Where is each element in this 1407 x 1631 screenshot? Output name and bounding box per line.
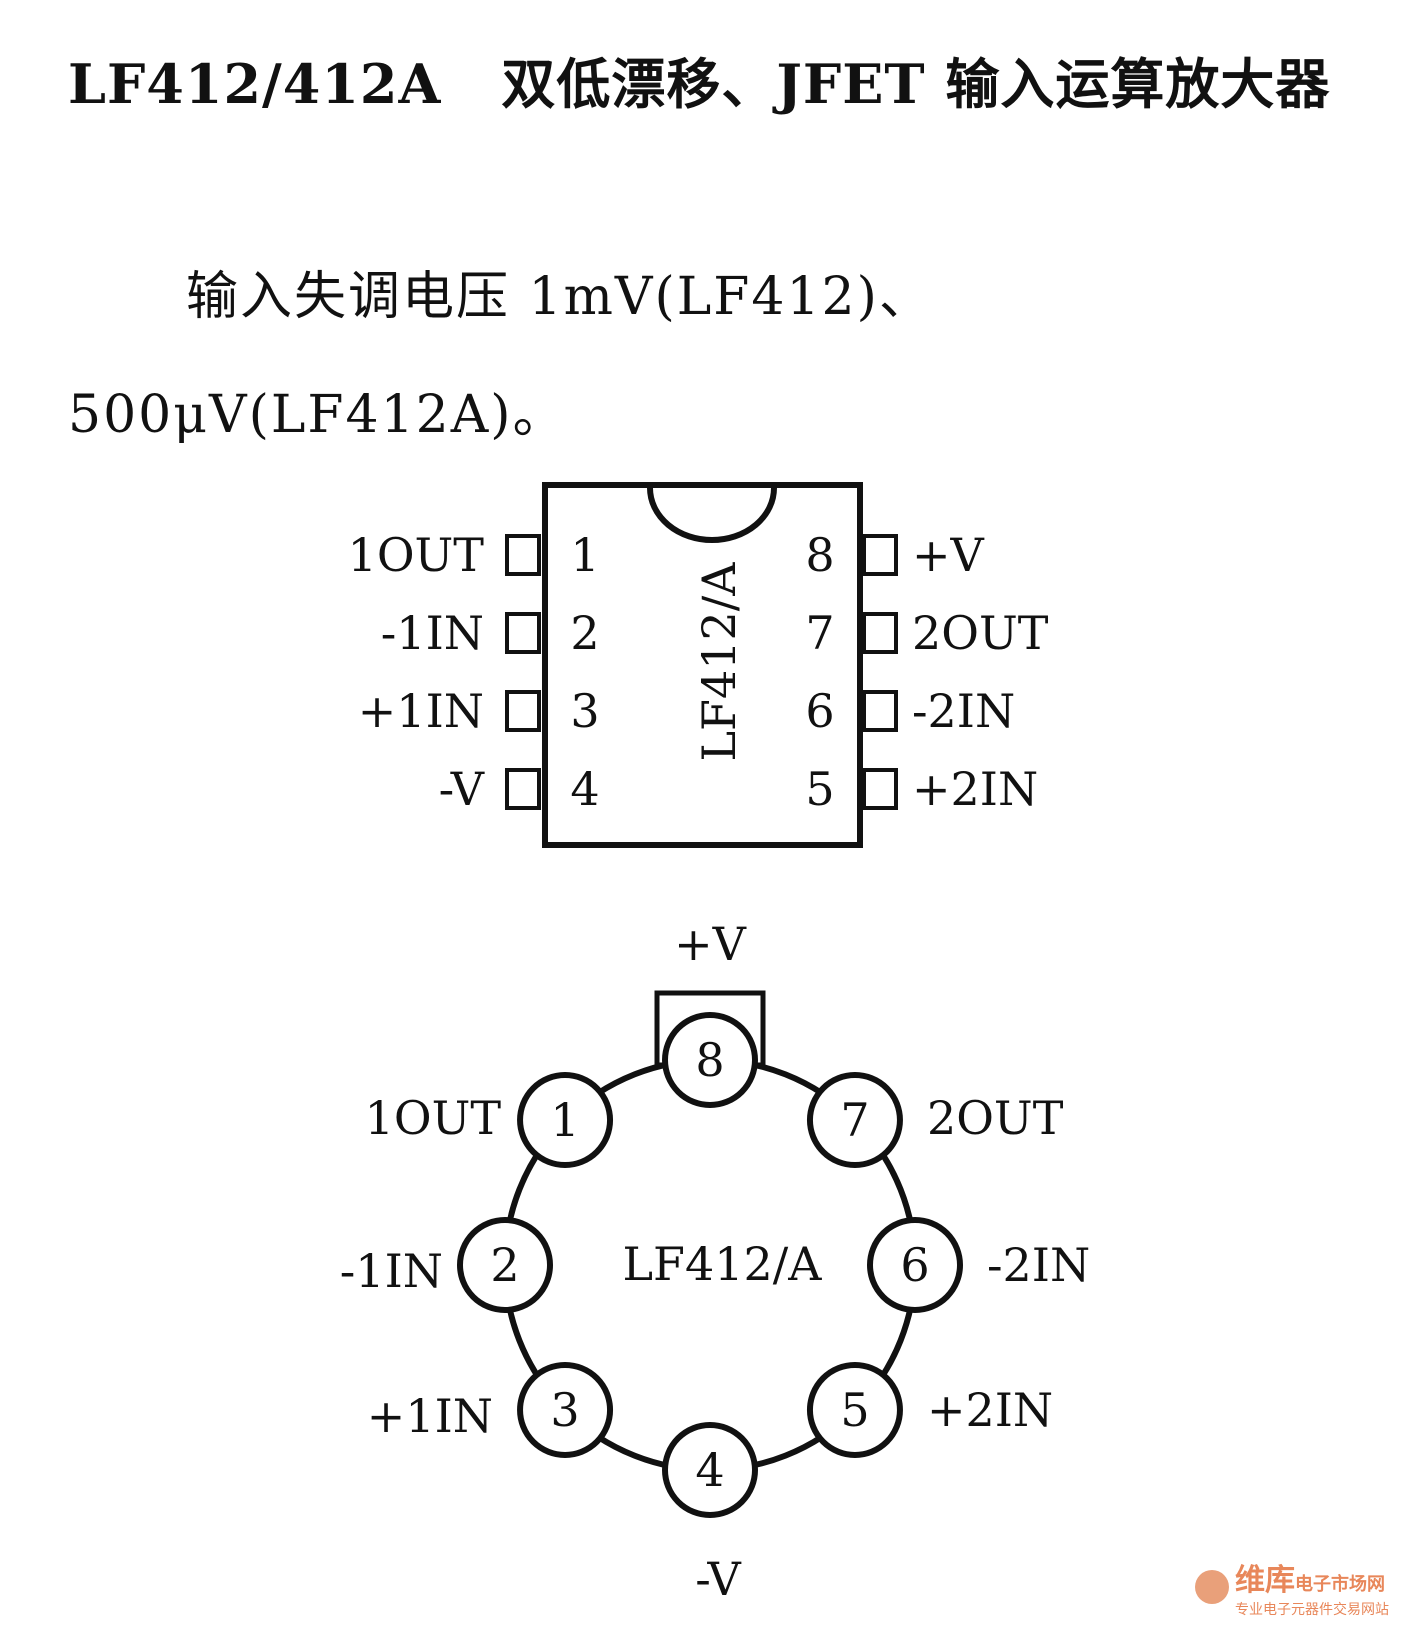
watermark-logo-icon <box>1195 1570 1229 1604</box>
dip-notch <box>647 487 777 543</box>
dip-pin-6-pad <box>862 690 898 732</box>
dip-pin-6-number: 6 <box>805 684 834 738</box>
dip-pin-4-name: -V <box>439 762 485 816</box>
can-pin-8-number: 8 <box>695 1033 724 1087</box>
page-title: LF412/412A 双低漂移、JFET 输入运算放大器 <box>68 30 1358 138</box>
can-pin-7-name: 2OUT <box>927 1091 1064 1145</box>
can-pin-3-number: 3 <box>550 1383 579 1437</box>
dip-chip-label: LF412/A <box>692 562 746 762</box>
can-pin-1-name: 1OUT <box>365 1091 502 1145</box>
can-pins: 8 +V 7 2OUT 6 -2IN 5 +2IN 4 -V 3 +1IN 2 -1IN 1 1OUT <box>340 917 1090 1606</box>
can-pin-7-circle <box>806 1072 903 1169</box>
can-chip-label: LF412/A <box>623 1237 823 1291</box>
can-pin-5-name: +2IN <box>927 1383 1053 1437</box>
dip-pin-5-pad <box>862 768 898 810</box>
dip-pin-1-number: 1 <box>570 528 599 582</box>
can-pin-7-number: 7 <box>840 1093 869 1147</box>
can-pin-4-circle <box>662 1422 758 1518</box>
dip-pin-2-pad <box>505 612 541 654</box>
dip-pin-5-name: +2IN <box>912 762 1038 816</box>
dip-pin-8-name: +V <box>912 528 985 582</box>
dip-pin-3-number: 3 <box>570 684 599 738</box>
can-pin-1-circle <box>517 1072 614 1169</box>
dip-package: LF412/A 1 1OUT 2 -1IN 3 +1IN 4 -V 8 +V 7 2OUT 6 -2IN 5… <box>348 482 1049 848</box>
dip-pin-5-number: 5 <box>805 762 834 816</box>
dip-pin-4-pad <box>505 768 541 810</box>
can-pin-2-circle <box>457 1217 553 1313</box>
dip-pin-4-number: 4 <box>570 762 599 816</box>
can-pin-1-number: 1 <box>550 1093 579 1147</box>
watermark-site: 电子市场网 <box>1295 1574 1385 1595</box>
watermark-brand: 维库 <box>1235 1563 1295 1598</box>
part-number: LF412/412A <box>68 52 442 116</box>
dip-pin-7-name: 2OUT <box>912 606 1049 660</box>
dip-pin-1-name: 1OUT <box>348 528 485 582</box>
can-package: LF412/A 8 +V 7 2OUT 6 -2IN 5 +2IN 4 -V 3 +1IN 2 -1IN 1… <box>340 917 1090 1606</box>
dip-pin-2-name: -1IN <box>381 606 484 660</box>
dip-pins: 1 1OUT 2 -1IN 3 +1IN 4 -V 8 +V 7 2OUT 6 -2IN 5 +2IN <box>348 528 1049 816</box>
dip-pin-8-number: 8 <box>805 528 834 582</box>
watermark-tagline: 专业电子元器件交易网站 <box>1235 1602 1389 1618</box>
can-pin-5-circle <box>806 1361 903 1458</box>
can-pin-4-name: -V <box>695 1552 741 1606</box>
can-pin-3-name: +1IN <box>367 1389 493 1443</box>
can-pin-8-name: +V <box>674 917 747 971</box>
dip-pin-8-pad <box>862 534 898 576</box>
dip-pin-1-pad <box>505 534 541 576</box>
dip-pin-2-number: 2 <box>570 606 599 660</box>
dip-body <box>542 482 863 848</box>
dip-pin-3-pad <box>505 690 541 732</box>
offset-voltage-paragraph: 输入失调电压 1mV(LF412)、500μV(LF412A)。 <box>68 238 1338 474</box>
can-pin-6-name: -2IN <box>987 1238 1090 1292</box>
can-pin-6-circle <box>867 1217 963 1313</box>
can-pin-2-name: -1IN <box>340 1244 443 1298</box>
can-pin-6-number: 6 <box>900 1238 929 1292</box>
can-pin-4-number: 4 <box>695 1443 724 1497</box>
can-pin-8-circle <box>662 1012 758 1108</box>
can-pin-2-number: 2 <box>490 1238 519 1292</box>
title-description: 双低漂移、JFET 输入运算放大器 <box>501 52 1331 116</box>
watermark: 维库电子市场网 专业电子元器件交易网站 <box>1195 1555 1389 1619</box>
can-pin-5-number: 5 <box>840 1383 869 1437</box>
dip-pin-7-pad <box>862 612 898 654</box>
dip-pin-3-name: +1IN <box>358 684 484 738</box>
can-pin-3-circle <box>517 1361 614 1458</box>
offset-voltage-text: 输入失调电压 1mV(LF412)、500μV(LF412A)。 <box>68 267 933 445</box>
dip-pin-6-name: -2IN <box>912 684 1015 738</box>
dip-pin-7-number: 7 <box>805 606 834 660</box>
